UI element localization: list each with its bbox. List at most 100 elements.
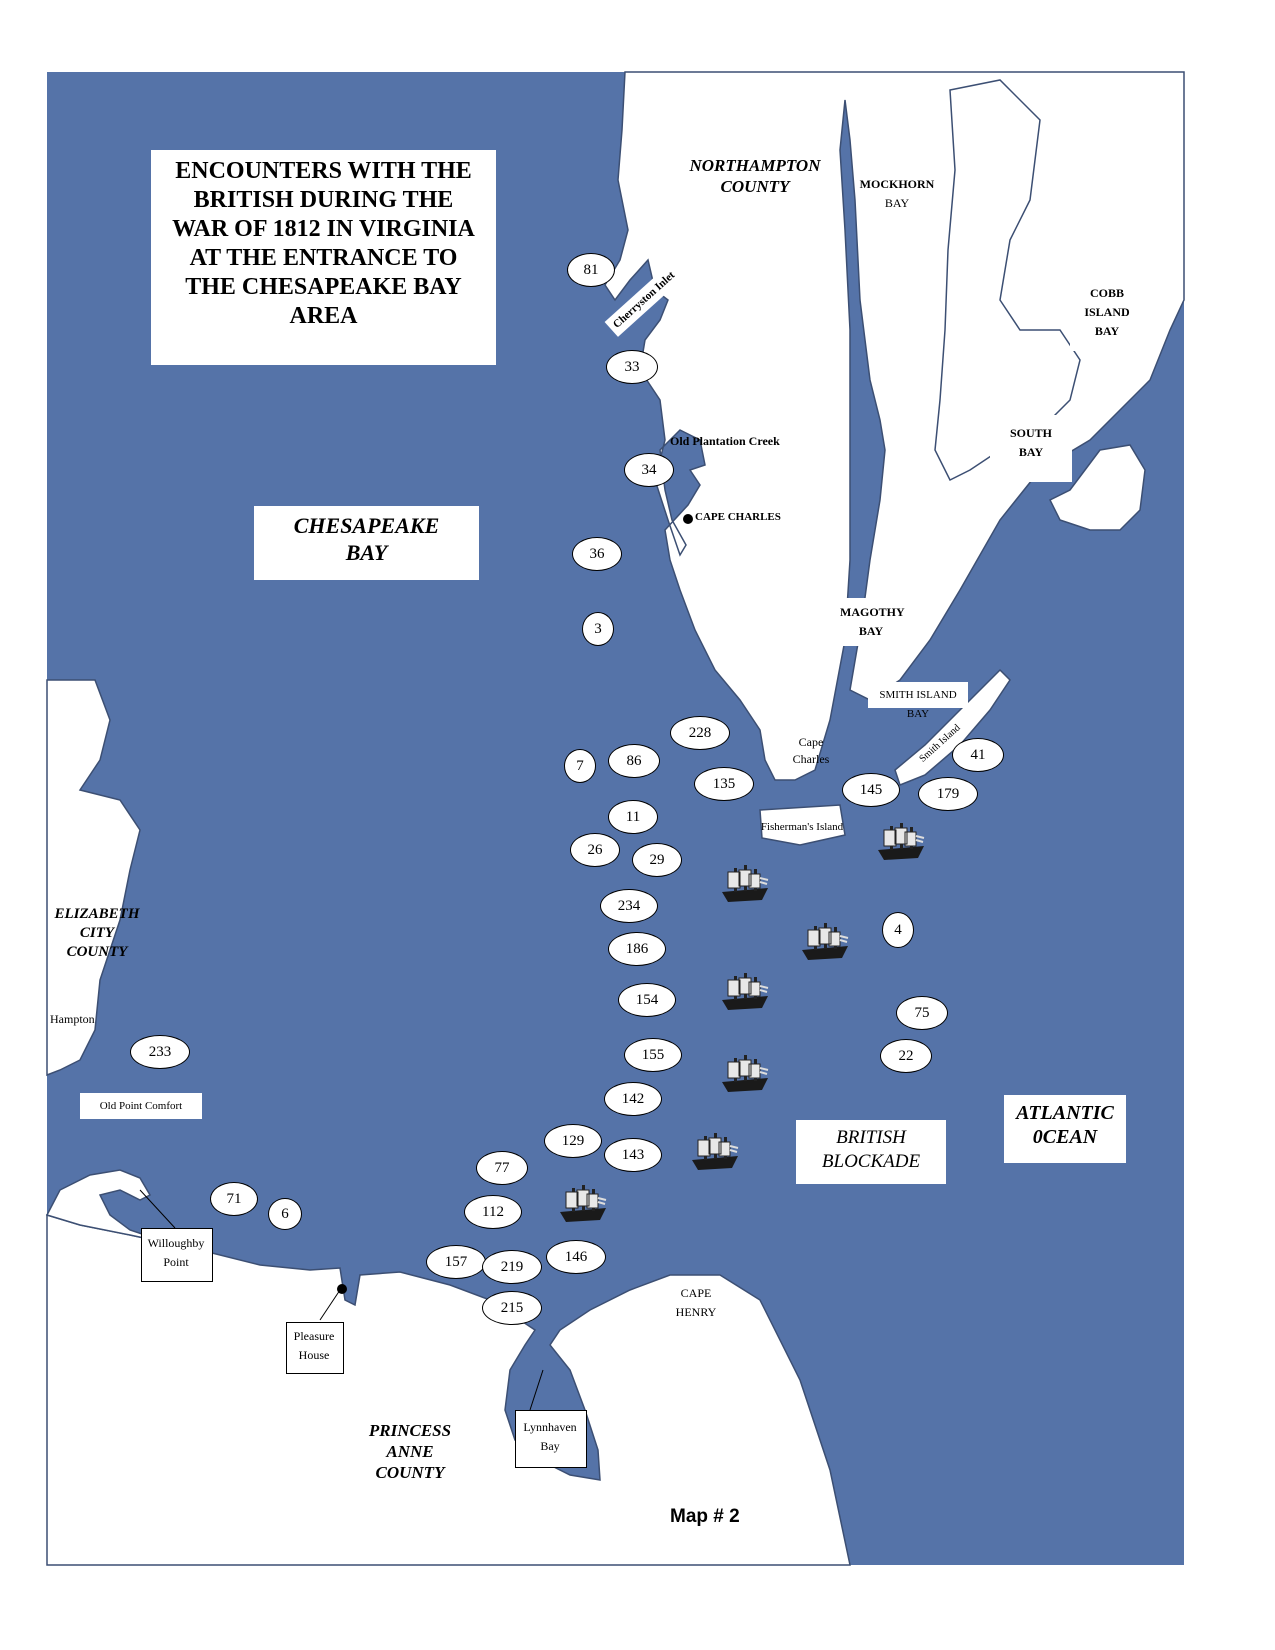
encounter-marker[interactable]: 234 (600, 889, 658, 923)
encounter-marker[interactable]: 112 (464, 1195, 522, 1229)
encounter-marker[interactable]: 34 (624, 453, 674, 487)
label-line: CITY (79, 925, 115, 941)
label-line: Pleasure (293, 1329, 335, 1343)
encounter-marker[interactable]: 143 (604, 1138, 662, 1172)
label-line: COUNTY (375, 1463, 445, 1482)
label-line: Cape (798, 735, 824, 749)
encounter-marker[interactable]: 75 (896, 996, 948, 1030)
smith-island-bay-label: SMITH ISLAND BAY (879, 689, 957, 720)
encounter-marker[interactable]: 86 (608, 744, 660, 778)
chesapeake-bay-box (254, 506, 479, 580)
sailing-ship-icon (878, 823, 925, 860)
cape-charles-point-label: Cape Charles (788, 734, 834, 768)
cobb-island-bay-label: COBB ISLAND BAY (1070, 284, 1144, 341)
map-number-label: Map # 2 (670, 1506, 740, 1527)
encounter-marker[interactable]: 11 (608, 800, 658, 834)
label-line: MAGOTHY (840, 605, 905, 619)
label-line: BAY (858, 624, 884, 638)
encounter-marker[interactable]: 157 (426, 1245, 486, 1279)
british-blockade-box (796, 1120, 946, 1184)
encounter-marker[interactable]: 179 (918, 777, 978, 811)
label-line: ATLANTIC (1016, 1102, 1114, 1124)
sailing-ship-icon (722, 1055, 769, 1092)
label-line: MOCKHORN (859, 177, 935, 191)
encounter-marker[interactable]: 26 (570, 833, 620, 867)
encounter-marker[interactable]: 146 (546, 1240, 606, 1274)
label-line: BAY (345, 540, 388, 565)
title-line: AT THE ENTRANCE TO (189, 245, 458, 271)
title-line: WAR OF 1812 IN VIRGINIA (172, 216, 475, 242)
pleasure-house-pointer (319, 1289, 341, 1321)
encounter-marker[interactable]: 7 (564, 749, 596, 783)
label-line: ISLAND (1084, 305, 1130, 319)
encounter-marker[interactable]: 129 (544, 1124, 602, 1158)
label-line: Willoughby (147, 1236, 205, 1250)
label-line: BLOCKADE (821, 1151, 921, 1172)
title-line: THE CHESAPEAKE BAY (185, 274, 462, 300)
elizabeth-city-land (46, 679, 141, 1077)
label-line: ELIZABETH (54, 906, 140, 922)
label-line: COUNTY (66, 944, 128, 960)
cobb-island-bay-box (1070, 278, 1144, 351)
encounter-marker[interactable]: 29 (632, 843, 682, 877)
pleasure-house-label: Pleasure House (286, 1327, 342, 1365)
cape-charles-dot (683, 514, 693, 524)
encounter-marker[interactable]: 219 (482, 1250, 542, 1284)
label-line: SOUTH (1009, 426, 1052, 440)
lynnhaven-bay-label: Lynnhaven Bay (515, 1418, 585, 1456)
label-line: BAY (1018, 445, 1044, 459)
label-line: COBB (1089, 286, 1124, 300)
encounter-marker[interactable]: 135 (694, 767, 754, 801)
label-line: ANNE (386, 1442, 434, 1461)
encounter-marker[interactable]: 145 (842, 773, 900, 807)
encounter-marker[interactable]: 233 (130, 1035, 190, 1069)
princess-anne-county-label: PRINCESS ANNE COUNTY (350, 1420, 470, 1483)
encounter-marker[interactable]: 154 (618, 983, 676, 1017)
willoughby-point-label: Willoughby Point (141, 1234, 211, 1272)
encounter-marker[interactable]: 4 (882, 912, 914, 948)
encounter-marker[interactable]: 155 (624, 1038, 682, 1072)
old-plantation-creek-label: Old Plantation Creek (670, 434, 780, 448)
title-box (151, 150, 496, 365)
atlantic-ocean-box (1004, 1095, 1126, 1163)
encounter-marker[interactable]: 228 (670, 716, 730, 750)
encounter-marker[interactable]: 6 (268, 1198, 302, 1230)
fishermans-island-shape (759, 804, 846, 846)
encounter-marker[interactable]: 81 (567, 253, 615, 287)
label-line: House (298, 1348, 330, 1362)
mockhorn-bay-label: MOCKHORN BAY (858, 175, 936, 213)
map-title: ENCOUNTERS WITH THE BRITISH DURING THE W… (151, 157, 496, 331)
title-line: BRITISH DURING THE (193, 187, 454, 213)
label-line: Charles (792, 752, 830, 766)
encounter-marker[interactable]: 36 (572, 537, 622, 571)
encounter-marker[interactable]: 215 (482, 1291, 542, 1325)
sailing-ship-icon (722, 973, 769, 1010)
cape-henry-label: CAPE HENRY (668, 1284, 724, 1322)
encounter-marker[interactable]: 33 (606, 350, 658, 384)
label-line: CAPE (680, 1286, 712, 1300)
encounter-marker[interactable]: 77 (476, 1151, 528, 1185)
mockhorn-bay-box (858, 170, 936, 219)
sailing-ship-icon (560, 1185, 607, 1222)
label-line: 0CEAN (1032, 1126, 1098, 1148)
encounter-marker[interactable]: 41 (952, 738, 1004, 772)
label-line: BRITISH (836, 1127, 906, 1148)
lynnhaven-pointer (529, 1369, 544, 1411)
encounter-marker[interactable]: 142 (604, 1082, 662, 1116)
northampton-county-label: NORTHAMPTON COUNTY (670, 155, 840, 197)
magothy-bay-label: MAGOTHY BAY (840, 603, 905, 641)
encounter-marker[interactable]: 71 (210, 1182, 258, 1216)
label-line: BAY (1094, 324, 1120, 338)
encounter-marker[interactable]: 3 (582, 612, 614, 646)
sailing-ship-icon (722, 865, 769, 902)
cobb-island (1048, 444, 1146, 531)
willoughby-point-box (141, 1228, 213, 1282)
encounter-marker[interactable]: 186 (608, 932, 666, 966)
magothy-bay-box (840, 598, 902, 646)
willoughby-pointer (139, 1189, 176, 1229)
label-line: CHESAPEAKE (293, 513, 440, 538)
encounter-marker[interactable]: 22 (880, 1039, 932, 1073)
chesapeake-bay-label: CHESAPEAKE BAY (254, 512, 479, 566)
atlantic-ocean-label: ATLANTIC 0CEAN (1004, 1101, 1126, 1149)
label-line: COUNTY (720, 177, 790, 196)
